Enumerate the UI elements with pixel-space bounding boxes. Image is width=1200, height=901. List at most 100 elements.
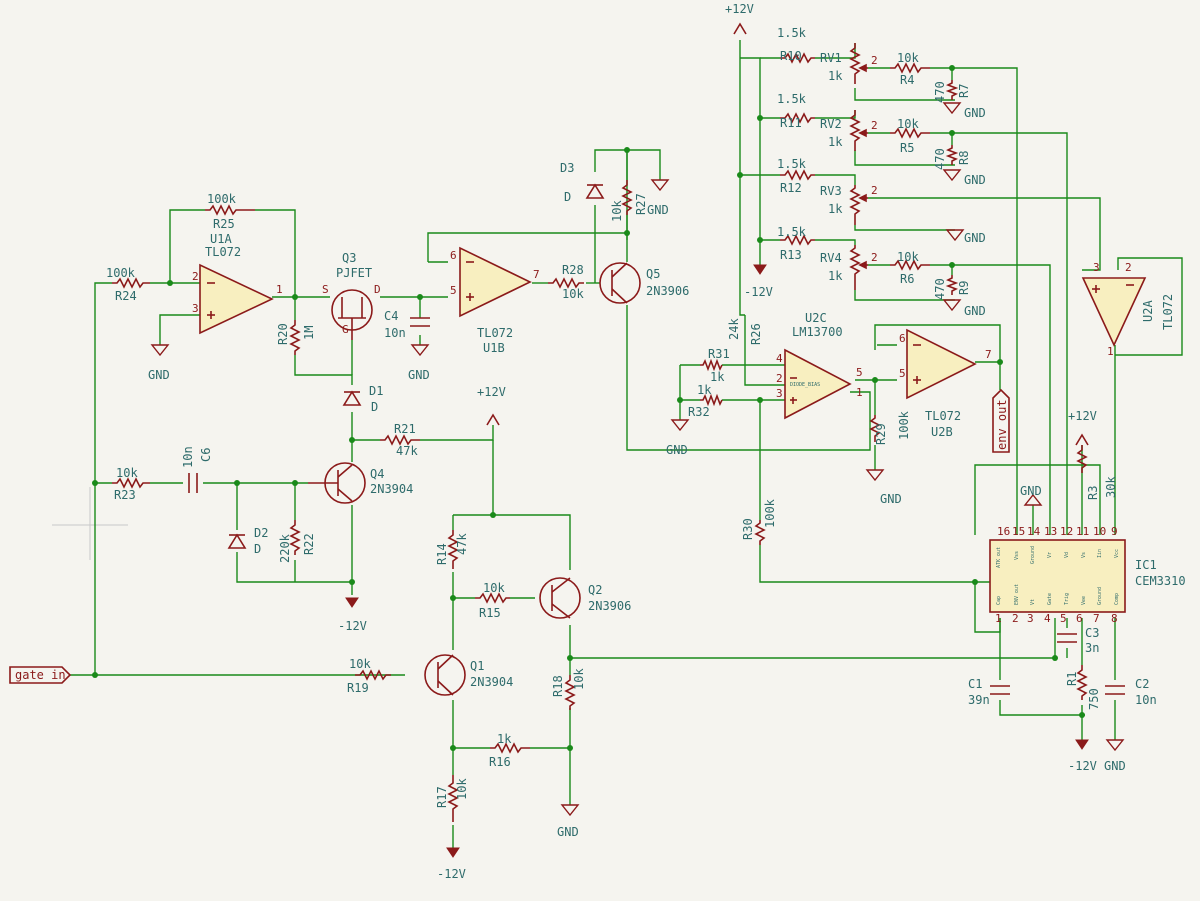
ref-r18: R18 bbox=[551, 675, 565, 697]
val-rv3: 1k bbox=[828, 202, 843, 216]
resistors bbox=[112, 52, 1088, 822]
transistors bbox=[308, 262, 641, 696]
val-q2: 2N3906 bbox=[588, 599, 631, 613]
ref-ic1: IC1 bbox=[1135, 558, 1157, 572]
pin-number: 9 bbox=[1111, 525, 1118, 538]
val-r13: 1.5k bbox=[777, 225, 807, 239]
ref-u2b: U2B bbox=[931, 425, 953, 439]
ref-rv4: RV4 bbox=[820, 251, 842, 265]
ic-cem3310 bbox=[989, 539, 1126, 613]
ic-pin-name: ENV out bbox=[1014, 584, 1020, 605]
ref-r19: R19 bbox=[347, 681, 369, 695]
pos12-label: +12V bbox=[1068, 409, 1097, 423]
gnd-label: GND bbox=[964, 304, 986, 318]
pin-number: 5 bbox=[450, 284, 457, 297]
ic-pin-name: Vcc bbox=[1114, 549, 1120, 558]
ref-r25: R25 bbox=[213, 217, 235, 231]
pin-number: 6 bbox=[1076, 612, 1083, 625]
ic-pin-name: Gate bbox=[1047, 593, 1053, 605]
ref-r8: R8 bbox=[957, 151, 971, 165]
val-r28: 10k bbox=[562, 287, 584, 301]
val-r5: 10k bbox=[897, 117, 919, 131]
val-r8: 470 bbox=[933, 148, 947, 170]
gnd-label: GND bbox=[408, 368, 430, 382]
ref-q4: Q4 bbox=[370, 467, 384, 481]
neg12-label: -12V bbox=[1068, 759, 1097, 773]
gnd-label: GND bbox=[148, 368, 170, 382]
pin-number: 14 bbox=[1027, 525, 1041, 538]
opamp-u1a bbox=[199, 263, 274, 335]
ref-q1: Q1 bbox=[470, 659, 484, 673]
val-r9: 470 bbox=[933, 278, 947, 300]
ref-r9: R9 bbox=[957, 281, 971, 295]
ref-rv2: RV2 bbox=[820, 117, 842, 131]
env-out-label: env out bbox=[995, 399, 1009, 450]
pin-number: 6 bbox=[899, 332, 906, 345]
fet-gate: G bbox=[342, 323, 349, 336]
ref-c6: C6 bbox=[199, 448, 213, 462]
gnd-label: GND bbox=[964, 106, 986, 120]
gnd-label: GND bbox=[880, 492, 902, 506]
diodes bbox=[227, 183, 605, 549]
val-r21: 47k bbox=[396, 444, 418, 458]
val-r12: 1.5k bbox=[777, 157, 807, 171]
ic-pin-name: Cap bbox=[996, 596, 1002, 605]
ic-pin-name: Vs bbox=[1081, 552, 1087, 558]
pin-number: 2 bbox=[871, 251, 878, 264]
ref-r21: R21 bbox=[394, 422, 416, 436]
pin-number: 7 bbox=[985, 348, 992, 361]
val-r17: 10k bbox=[455, 778, 469, 800]
val-ic1: CEM3310 bbox=[1135, 574, 1186, 588]
ref-r6: R6 bbox=[900, 272, 914, 286]
val-r24: 100k bbox=[106, 266, 136, 280]
ref-r24: R24 bbox=[115, 289, 137, 303]
val-u2b: TL072 bbox=[925, 409, 961, 423]
val-r30: 100k bbox=[763, 498, 777, 528]
val-c1: 39n bbox=[968, 693, 990, 707]
ic-pin-name: Trig bbox=[1064, 593, 1070, 605]
pin-number: 2 bbox=[192, 270, 199, 283]
val-r20: 1M bbox=[302, 326, 316, 340]
ref-r3: R3 bbox=[1086, 486, 1100, 500]
ref-d3: D3 bbox=[560, 161, 574, 175]
pin-number: 15 bbox=[1012, 525, 1025, 538]
gnd-label: GND bbox=[1020, 484, 1042, 498]
val-d2: D bbox=[254, 542, 261, 556]
val-u2a: TL072 bbox=[1161, 294, 1175, 330]
pin-numbers: 2 3 1 6 5 7 6 5 7 4 2 3 5 1 3 2 1 S D G … bbox=[192, 54, 1132, 625]
ic-pin-name: Comp bbox=[1114, 593, 1120, 605]
val-r3: 30k bbox=[1104, 476, 1118, 498]
pin-number: 4 bbox=[1044, 612, 1051, 625]
ref-r4: R4 bbox=[900, 73, 914, 87]
ref-r14: R14 bbox=[435, 543, 449, 565]
ref-r20: R20 bbox=[276, 323, 290, 345]
pin-number: 2 bbox=[871, 184, 878, 197]
val-q5: 2N3906 bbox=[646, 284, 689, 298]
pin-number: 1 bbox=[856, 386, 863, 399]
neg12-label: -12V bbox=[744, 285, 773, 299]
pin-number: 3 bbox=[192, 302, 199, 315]
val-r7: 470 bbox=[933, 81, 947, 103]
val-r31: 1k bbox=[710, 370, 725, 384]
val-u1a: TL072 bbox=[205, 245, 241, 259]
ic-pin-name: DIODE_BIAS bbox=[790, 382, 820, 388]
pin-number: 16 bbox=[997, 525, 1010, 538]
pin-number: 1 bbox=[995, 612, 1002, 625]
ref-r23: R23 bbox=[114, 488, 136, 502]
val-c3: 3n bbox=[1085, 641, 1099, 655]
pin-number: 7 bbox=[1093, 612, 1100, 625]
opamp-u1b bbox=[459, 246, 532, 318]
val-q4: 2N3904 bbox=[370, 482, 413, 496]
val-r19: 10k bbox=[349, 657, 371, 671]
pos12-label: +12V bbox=[725, 2, 754, 16]
ref-c2: C2 bbox=[1135, 677, 1149, 691]
ref-c1: C1 bbox=[968, 677, 982, 691]
val-r11: 1.5k bbox=[777, 92, 807, 106]
pin-number: 5 bbox=[899, 367, 906, 380]
gnd-label: GND bbox=[557, 825, 579, 839]
gate-in-label: gate in bbox=[15, 668, 66, 682]
val-u2c: LM13700 bbox=[792, 325, 843, 339]
ref-r29: R29 bbox=[874, 423, 888, 445]
ref-r27: R27 bbox=[634, 193, 648, 215]
ota-u2c bbox=[784, 348, 852, 420]
